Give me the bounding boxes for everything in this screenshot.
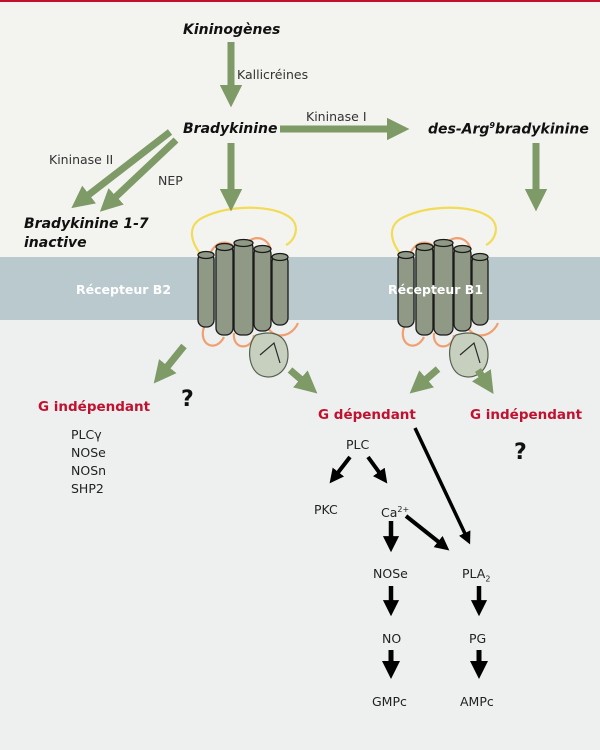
nep-label: NEP	[158, 173, 183, 188]
g-independent-effector-list: PLCγ NOSe NOSn SHP2	[71, 426, 106, 498]
g-independant-left-label: G indépendant	[38, 399, 151, 415]
kininase-i-label: Kininase I	[306, 109, 367, 124]
kallicreines-label: Kallicréines	[237, 67, 309, 82]
gmpc-label: GMPc	[372, 694, 407, 709]
pg-label: PG	[469, 631, 487, 646]
effector-item: NOSn	[71, 463, 107, 478]
arrow-b1-to-g-dependant	[409, 366, 441, 394]
arrow-plc-to-pkc	[329, 455, 352, 484]
ca2-label: Ca2+	[381, 501, 409, 522]
kininase-ii-label: Kininase II	[49, 152, 114, 167]
pla-base: PLA	[462, 566, 486, 581]
effector-item: PLCγ	[71, 427, 102, 442]
recepteur-b2-label: Récepteur B2	[76, 282, 172, 297]
nose-label: NOSe	[373, 566, 408, 581]
question-mark-right: ?	[514, 440, 527, 465]
no-label: NO	[382, 631, 402, 646]
receptor-b2-graphic	[190, 206, 300, 379]
cell-membrane	[0, 257, 600, 320]
arrow-kininase-ii	[71, 129, 173, 209]
arrow-b1-to-g-independant	[471, 368, 494, 395]
pkc-label: PKC	[314, 502, 338, 517]
ca-superscript: 2+	[397, 505, 410, 514]
des-arg-bradykinine-label: des-Arg9bradykinine	[428, 121, 589, 138]
arrow-nep	[99, 137, 179, 212]
des-arg-suffix: bradykinine	[495, 121, 589, 138]
question-mark-left: ?	[181, 387, 194, 412]
des-arg-prefix: des-Arg	[428, 121, 490, 138]
arrow-g-dependant-to-pla2	[413, 427, 471, 545]
bradykinine-label: Bradykinine	[183, 121, 278, 137]
pla-subscript: 2	[485, 574, 491, 584]
inactive-label: inactive	[24, 235, 87, 251]
arrow-ca-to-pla2	[404, 514, 450, 551]
arrow-b2-to-g-independant	[153, 343, 187, 384]
pla2-label: PLA2	[462, 565, 490, 589]
effector-item: SHP2	[71, 481, 104, 496]
kininogenes-label: Kininogènes	[183, 22, 281, 38]
ca-base: Ca	[381, 505, 398, 521]
des-arg-superscript: 9	[489, 121, 495, 130]
g-dependant-label: G dépendant	[318, 407, 416, 423]
effector-item: NOSe	[71, 445, 106, 460]
arrow-plc-to-ca	[366, 455, 388, 484]
ampc-label: AMPc	[460, 694, 494, 709]
arrow-b2-to-g-dependant	[287, 367, 318, 394]
top-rule	[0, 0, 600, 2]
bradykinine-1-7-label: Bradykinine 1-7	[24, 216, 149, 232]
g-independant-right-label: G indépendant	[470, 407, 583, 423]
recepteur-b1-label: Récepteur B1	[388, 282, 484, 297]
plc-label: PLC	[346, 437, 370, 452]
